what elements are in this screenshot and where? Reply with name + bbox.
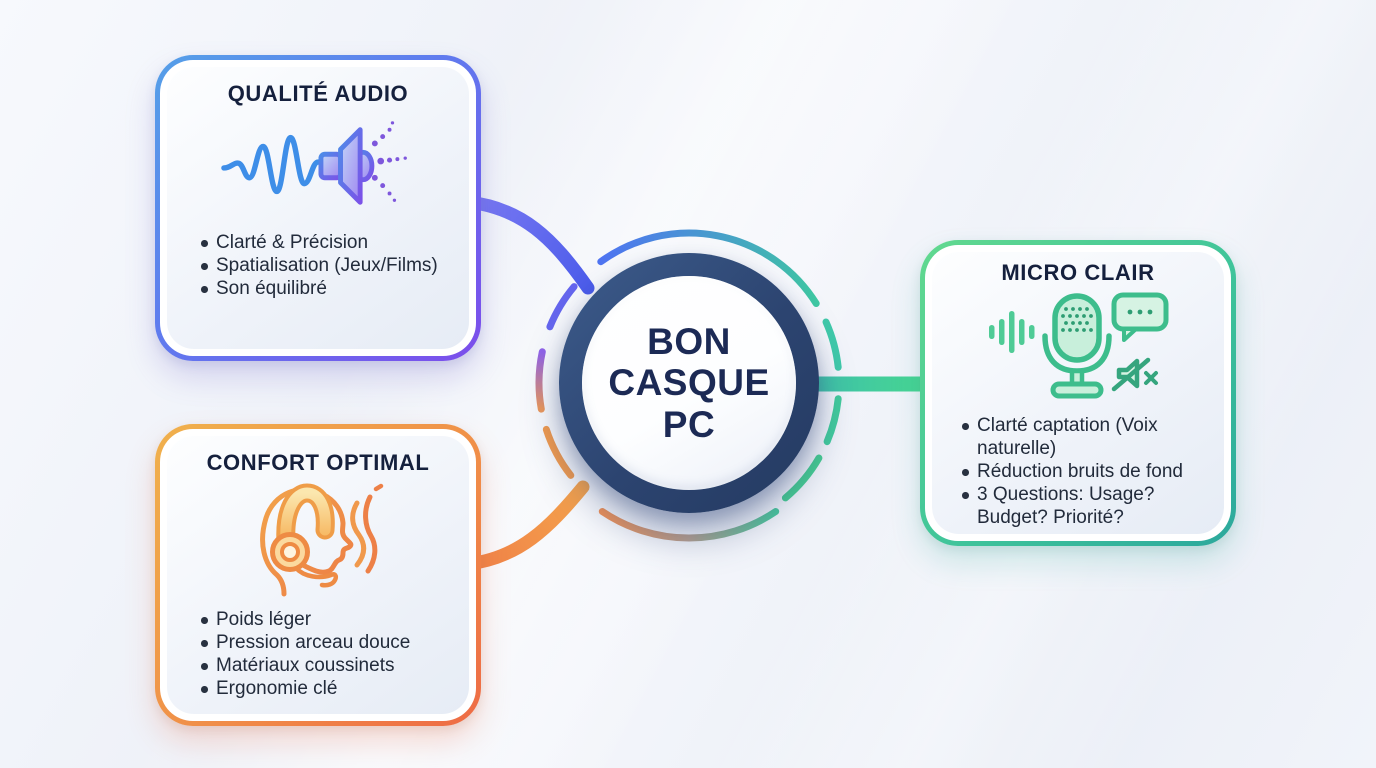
- card-qualite-audio: QUALITÉ AUDIO: [155, 55, 481, 361]
- bullet-item: Spatialisation (Jeux/Films): [199, 254, 459, 277]
- bullet-item: Réduction bruits de fond: [960, 460, 1220, 483]
- card-confort-optimal-title: CONFORT OPTIMAL: [206, 450, 430, 475]
- headphones-on-head-icon: [238, 476, 398, 602]
- card-qualite-audio-bullets: Clarté & Précision Spatialisation (Jeux/…: [167, 231, 469, 300]
- connector-confort: [461, 480, 590, 571]
- center-node-disc: BON CASQUE PC: [582, 276, 796, 490]
- card-qualite-audio-title: QUALITÉ AUDIO: [227, 81, 409, 106]
- bullet-item: 3 Questions: Usage? Budget? Priorité?: [960, 483, 1220, 529]
- center-node: BON CASQUE PC: [559, 253, 819, 513]
- bullet-item: Son équilibré: [199, 277, 459, 300]
- card-confort-optimal-bullets: Poids léger Pression arceau douce Matéri…: [167, 608, 469, 700]
- center-line-3: PC: [662, 403, 716, 445]
- card-micro-clair-body: MICRO CLAIR: [932, 252, 1224, 534]
- center-node-label: BON CASQUE PC: [608, 321, 769, 445]
- card-qualite-audio-frame: QUALITÉ AUDIO: [160, 60, 476, 356]
- card-micro-clair-title: MICRO CLAIR: [1001, 260, 1155, 285]
- speaker-sound-wave-icon: [220, 107, 416, 225]
- center-line-1: BON: [647, 320, 731, 362]
- card-confort-optimal-frame: CONFORT OPTIMAL: [160, 429, 476, 721]
- connector-audio: [461, 195, 595, 295]
- bullet-item: Poids léger: [199, 608, 459, 631]
- card-qualite-audio-body: QUALITÉ AUDIO: [167, 67, 469, 349]
- microphone-speech-mute-icon: [983, 286, 1173, 408]
- bullet-item: Ergonomie clé: [199, 677, 459, 700]
- card-micro-clair-bullets: Clarté captation (Voix naturelle) Réduct…: [932, 414, 1224, 529]
- bullet-item: Clarté captation (Voix naturelle): [960, 414, 1220, 460]
- center-line-2: CASQUE: [608, 362, 770, 404]
- bullet-item: Clarté & Précision: [199, 231, 459, 254]
- card-confort-optimal: CONFORT OPTIMAL: [155, 424, 481, 726]
- bullet-item: Matériaux coussinets: [199, 654, 459, 677]
- card-micro-clair-frame: MICRO CLAIR: [925, 245, 1231, 541]
- card-confort-optimal-body: CONFORT OPTIMAL: [167, 436, 469, 714]
- card-micro-clair: MICRO CLAIR: [920, 240, 1236, 546]
- bullet-item: Pression arceau douce: [199, 631, 459, 654]
